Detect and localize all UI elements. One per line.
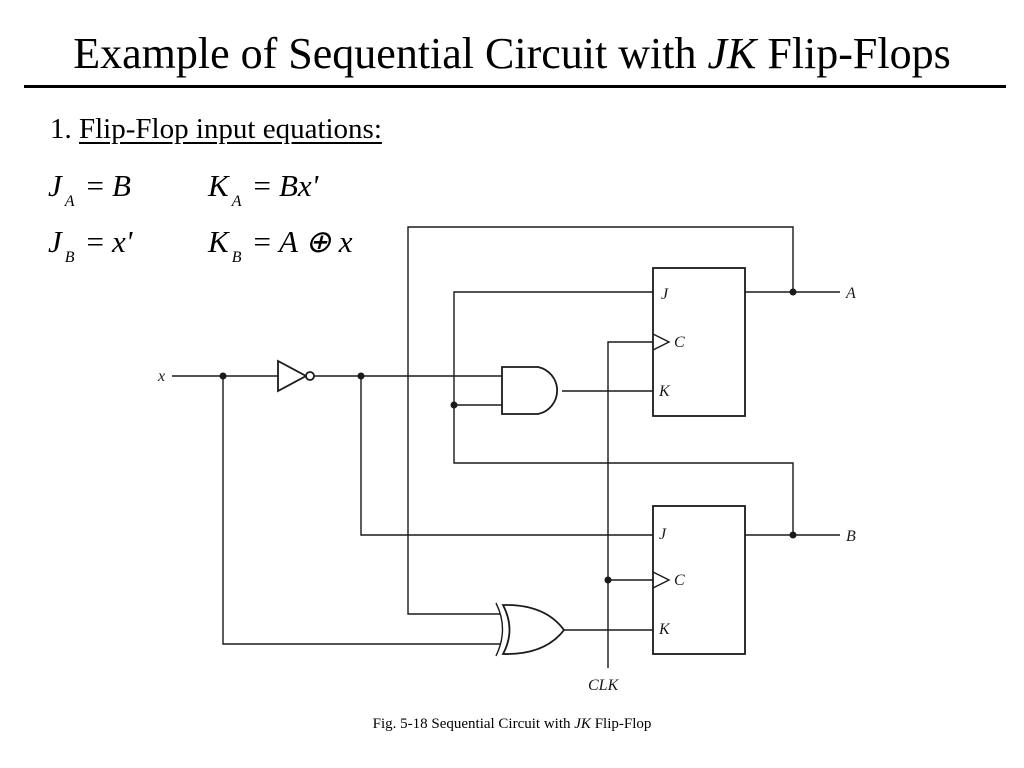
eq-lhs: J bbox=[48, 168, 62, 203]
eq-rhs: x' bbox=[112, 224, 133, 259]
clk-label: CLK bbox=[588, 677, 620, 694]
wire-b-feedback bbox=[453, 291, 794, 535]
eq-sub: A bbox=[231, 193, 242, 210]
title-italic: JK bbox=[707, 29, 757, 78]
eq-rhs: Bx' bbox=[278, 168, 319, 203]
ffa-k-label: K bbox=[658, 383, 671, 400]
section-heading: 1. Flip-Flop input equations: bbox=[50, 112, 382, 146]
wire-xprime-to-jb bbox=[360, 376, 653, 536]
title-prefix: Example of Sequential Circuit with bbox=[73, 29, 708, 78]
section-number: 1. bbox=[50, 113, 72, 145]
slide-title: Example of Sequential Circuit with JK Fl… bbox=[0, 28, 1024, 80]
eq-lhs: K bbox=[208, 168, 229, 203]
ffa-j-label: J bbox=[661, 286, 669, 303]
eq-sub: A bbox=[64, 193, 75, 210]
ffb-clock-triangle-icon bbox=[652, 571, 671, 589]
xor-gate-back-curve bbox=[495, 602, 504, 657]
wire-x-to-xor bbox=[222, 376, 500, 645]
input-x-label: x bbox=[157, 368, 165, 385]
wire-clk bbox=[607, 341, 653, 668]
output-a-label: A bbox=[845, 285, 856, 302]
wire-a-feedback bbox=[407, 226, 794, 615]
junction-a bbox=[789, 288, 797, 296]
junction-clk bbox=[604, 576, 612, 584]
caption-prefix: Fig. 5-18 Sequential Circuit with bbox=[372, 716, 575, 732]
section-label: Flip-Flop input equations: bbox=[79, 113, 382, 145]
figure-caption: Fig. 5-18 Sequential Circuit with JK Fli… bbox=[0, 716, 1024, 733]
ffb-k-label: K bbox=[658, 621, 671, 638]
eq-sub: B bbox=[231, 249, 242, 266]
eq-lhs: J bbox=[48, 224, 62, 259]
junction-b-out bbox=[789, 531, 797, 539]
eq-equals: = bbox=[86, 168, 105, 203]
eq-equals: = bbox=[253, 168, 271, 203]
caption-suffix: Flip-Flop bbox=[590, 716, 652, 732]
output-b-label: B bbox=[846, 528, 856, 545]
ffb-c-label: C bbox=[674, 572, 685, 589]
and-gate bbox=[501, 366, 558, 415]
eq-equals: = bbox=[86, 224, 105, 259]
junction-b bbox=[450, 401, 458, 409]
ffa-c-label: C bbox=[674, 334, 685, 351]
not-gate-bubble bbox=[305, 371, 315, 381]
eq-equals: = bbox=[253, 224, 271, 259]
eq-lhs: K bbox=[208, 224, 229, 259]
title-suffix: Flip-Flops bbox=[756, 29, 951, 78]
xor-gate bbox=[501, 604, 566, 655]
caption-italic: JK bbox=[574, 716, 591, 732]
ffb-j-label: J bbox=[659, 526, 667, 543]
not-gate bbox=[277, 359, 308, 393]
eq-rhs: B bbox=[112, 168, 131, 203]
title-divider bbox=[24, 85, 1006, 88]
eq-sub: B bbox=[64, 249, 75, 266]
eq-rhs: A ⊕ x bbox=[278, 224, 353, 259]
ffa-clock-triangle-icon bbox=[652, 333, 671, 351]
